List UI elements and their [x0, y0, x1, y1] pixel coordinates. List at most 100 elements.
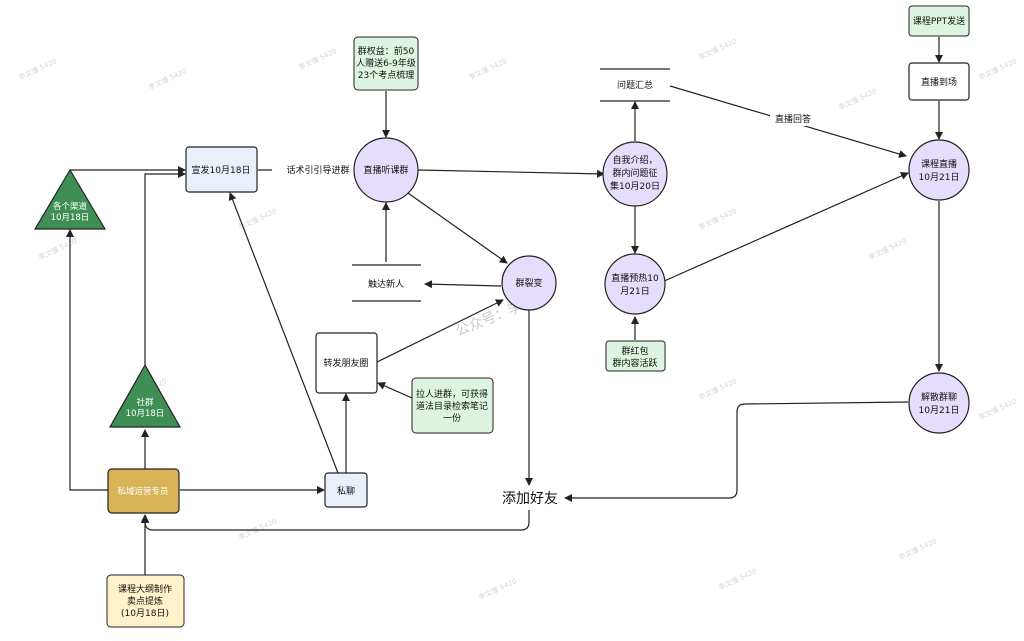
node-ppt-send: 课程PPT发送 [908, 5, 970, 37]
node-self-intro: 自我介绍， 群内问题征 集10月20日 [602, 141, 668, 207]
circle-shape [604, 253, 666, 315]
node-community: 社群 10月18日 [108, 363, 182, 428]
edge-chat-to-announce [228, 192, 339, 474]
edge-reward-to-repost [377, 382, 413, 399]
box-shape [605, 340, 666, 372]
node-disband: 解散群聊 10月21日 [908, 372, 970, 434]
node-live-group: 直播听课群 [353, 137, 419, 203]
triangle-shape [108, 363, 182, 428]
watermark-small: 李文懂 5420 [837, 86, 878, 112]
box-shape [185, 146, 258, 193]
node-announce-line-1: 宣发10月18日 [192, 164, 251, 176]
node-community-line-1: 社群 [136, 397, 154, 408]
node-private-ops: 私域运营专员 [107, 468, 180, 514]
edge-livegroup-to-intro [417, 169, 605, 178]
edge-labels: 话术引引导进群 直播回答 [272, 112, 818, 177]
node-invite-reward-line-3: 一份 [443, 412, 461, 424]
node-self-intro-line-1: 自我介绍， [612, 154, 657, 166]
node-reach-new-line-1: 触达新人 [368, 278, 404, 290]
box-shape [107, 468, 180, 514]
node-ppt-send-line-1: 课程PPT发送 [913, 15, 965, 27]
node-community-line-2: 10月18日 [126, 409, 165, 419]
edge-livegroup-to-fission [407, 192, 508, 264]
node-self-intro-line-2: 群内问题征 [612, 167, 657, 179]
node-group-benefit: 群权益：前50 人赠送6-9年级 23个考点梳理 [353, 36, 419, 91]
circle-shape [602, 141, 668, 207]
circle-shape [501, 255, 557, 311]
node-red-packet: 群红包 群内容活跃 [605, 340, 666, 372]
watermark-small: 李文懂 5420 [697, 36, 738, 62]
node-syllabus-line-3: (10月18日) [121, 608, 169, 619]
circle-shape [908, 139, 970, 201]
node-channels-line-1: 各个渠道 [53, 201, 88, 212]
node-group-benefit-line-1: 群权益：前50 [358, 45, 415, 57]
box-shape [411, 377, 494, 434]
watermark-small: 李文懂 5420 [697, 376, 738, 402]
watermark-small: 李文懂 5420 [867, 236, 908, 262]
node-disband-line-1: 解散群聊 [921, 391, 957, 403]
node-group-fission: 群裂变 [501, 255, 557, 311]
node-syllabus-line-2: 卖点提炼 [127, 595, 163, 607]
node-add-friend: 添加好友 [502, 491, 558, 507]
edge-disband-to-addfriend [564, 401, 909, 502]
node-red-packet-line-2: 群内容活跃 [612, 357, 657, 369]
watermark-small: 李文懂 5420 [17, 56, 58, 82]
edge-fission-to-reach [424, 280, 502, 289]
node-syllabus-line-1: 课程大纲制作 [118, 583, 172, 595]
node-private-chat-line-1: 私聊 [337, 485, 355, 497]
edge-warmup-to-live [661, 172, 909, 283]
node-reach-new: 触达新人 [352, 264, 421, 302]
box-shape [353, 36, 419, 91]
watermark-small: 李文懂 5420 [37, 236, 78, 262]
box-shape [315, 332, 378, 394]
watermark-small: 李文懂 5420 [467, 56, 508, 82]
node-channels: 各个渠道 10月18日 [33, 168, 107, 230]
node-question-summary: 问题汇总 [600, 68, 670, 102]
edge-community-to-announce [144, 170, 186, 365]
node-live-warmup-line-2: 月21日 [620, 286, 649, 297]
watermark-small: 李文懂 5420 [147, 66, 188, 92]
watermark-small: 李文懂 5420 [237, 516, 278, 542]
edge-repost-to-fission [376, 299, 504, 363]
node-live-arrive-line-1: 直播到场 [921, 76, 957, 88]
circle-shape [908, 372, 970, 434]
watermark-small: 李文懂 5420 [897, 536, 938, 562]
node-live-arrive: 直播到场 [908, 62, 970, 101]
node-live-warmup-line-1: 直播预热10 [611, 272, 659, 284]
node-private-chat: 私聊 [324, 472, 368, 508]
watermark-small: 李文懂 5420 [717, 566, 758, 592]
box-shape [106, 574, 185, 628]
node-group-fission-line-1: 群裂变 [515, 277, 542, 289]
node-channels-line-2: 10月18日 [51, 213, 90, 223]
watermark-small: 李文懂 5420 [297, 46, 338, 72]
watermark-small: 李文懂 5420 [477, 576, 518, 602]
node-self-intro-line-3: 集10月20日 [610, 180, 660, 192]
edge-ops-to-channels [66, 229, 108, 491]
node-course-live-line-2: 10月21日 [919, 172, 960, 183]
node-invite-reward: 拉人进群，可获得 道法目录检索笔记 一份 [411, 377, 494, 434]
watermark-small: 李文懂 5420 [977, 56, 1018, 82]
watermark-small: 李文懂 5420 [977, 396, 1018, 422]
node-question-summary-line-1: 问题汇总 [617, 79, 653, 91]
edge-label-bg [272, 163, 366, 177]
watermark-layer: 李文懂 5420 李文懂 5420 李文懂 5420 李文懂 5420 李文懂 … [17, 36, 1018, 602]
circle-shape [353, 137, 419, 203]
triangle-shape [33, 168, 107, 230]
edge-label-script-guide: 话术引引导进群 [286, 164, 349, 176]
node-course-live-line-1: 课程直播 [921, 158, 957, 170]
node-invite-reward-line-2: 道法目录检索笔记 [416, 400, 488, 412]
node-announce: 宣发10月18日 [185, 146, 258, 193]
node-live-group-line-1: 直播听课群 [363, 164, 408, 176]
watermark-small: 李文懂 5420 [697, 206, 738, 232]
edge-addfriend-to-ops [141, 510, 530, 531]
box-shape [908, 5, 970, 37]
node-add-friend-line-1: 添加好友 [502, 491, 558, 507]
node-syllabus: 课程大纲制作 卖点提炼 (10月18日) [106, 574, 185, 628]
node-repost-line-1: 转发朋友圈 [323, 357, 368, 369]
node-course-live: 课程直播 10月21日 [908, 139, 970, 201]
box-shape [324, 472, 368, 508]
node-live-warmup: 直播预热10 月21日 [604, 253, 666, 315]
node-invite-reward-line-1: 拉人进群，可获得 [416, 388, 488, 400]
